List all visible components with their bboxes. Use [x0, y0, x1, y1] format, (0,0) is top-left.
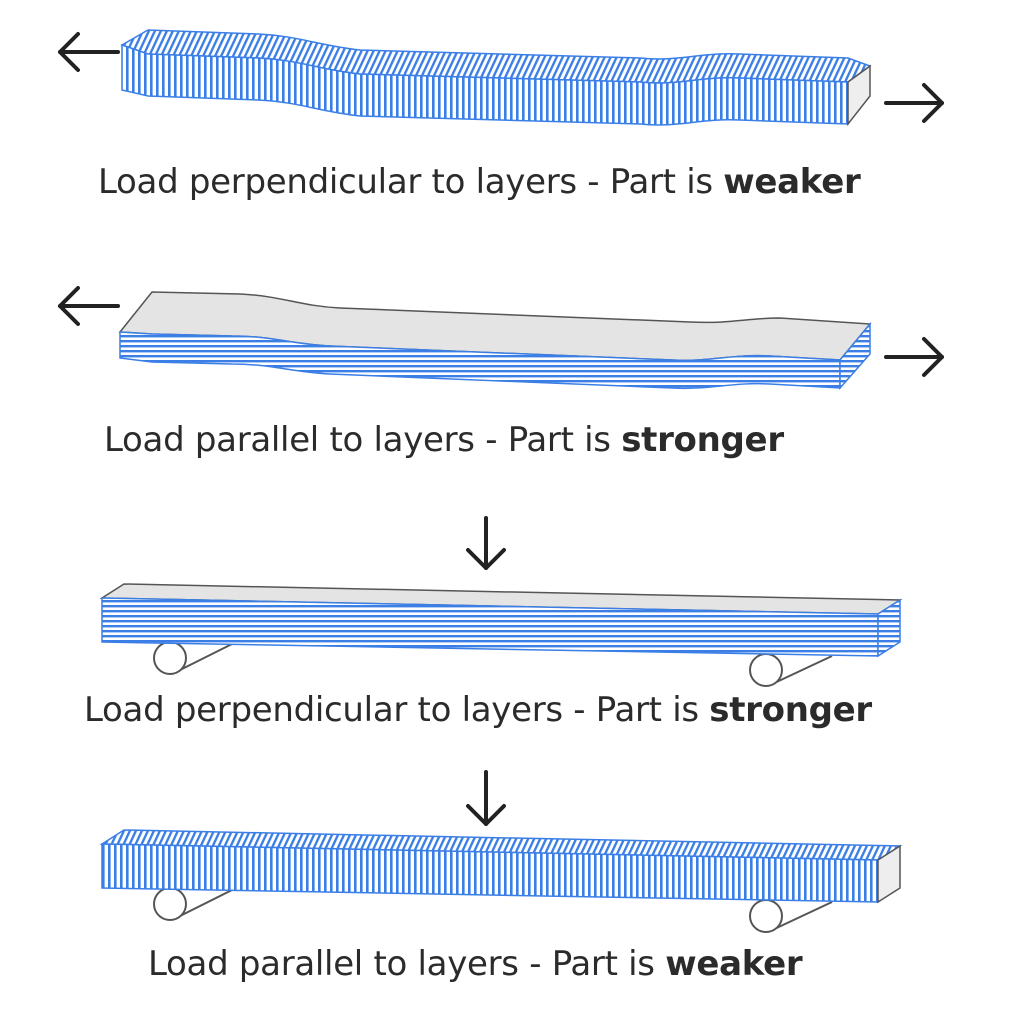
left-support-roller-icon — [153, 641, 237, 675]
caption-result: stronger — [709, 690, 872, 730]
specimen-end-face — [847, 64, 871, 127]
left-support-roller-icon — [153, 887, 237, 921]
beam-end-face — [877, 844, 901, 904]
left-pull-arrow-icon — [58, 286, 120, 326]
caption-text: Load perpendicular to layers - Part is — [98, 162, 724, 202]
down-load-arrow-icon — [466, 770, 506, 826]
right-pull-arrow-icon — [884, 83, 944, 123]
right-pull-arrow-icon — [884, 337, 944, 377]
caption-text: Load perpendicular to layers - Part is — [84, 690, 710, 730]
panel-1-tensile-perpendicular — [58, 29, 944, 127]
right-support-roller-icon — [749, 899, 833, 933]
caption-panel-4: Load parallel to layers - Part is weaker — [148, 944, 803, 984]
caption-result: stronger — [621, 420, 784, 460]
beam-end-face — [877, 598, 901, 658]
down-load-arrow-icon — [466, 516, 506, 570]
panel-2-tensile-parallel — [58, 286, 944, 390]
caption-panel-2: Load parallel to layers - Part is strong… — [104, 420, 784, 460]
caption-panel-3: Load perpendicular to layers - Part is s… — [84, 690, 872, 730]
panel-3-bending-perpendicular — [99, 516, 903, 687]
specimen-end-face — [839, 321, 871, 390]
caption-result: weaker — [665, 944, 803, 984]
caption-text: Load parallel to layers - Part is — [104, 420, 622, 460]
left-pull-arrow-icon — [58, 32, 120, 72]
caption-text: Load parallel to layers - Part is — [148, 944, 666, 984]
caption-panel-1: Load perpendicular to layers - Part is w… — [98, 162, 861, 202]
panel-4-bending-parallel — [99, 770, 903, 933]
caption-result: weaker — [723, 162, 861, 202]
right-support-roller-icon — [749, 653, 833, 687]
